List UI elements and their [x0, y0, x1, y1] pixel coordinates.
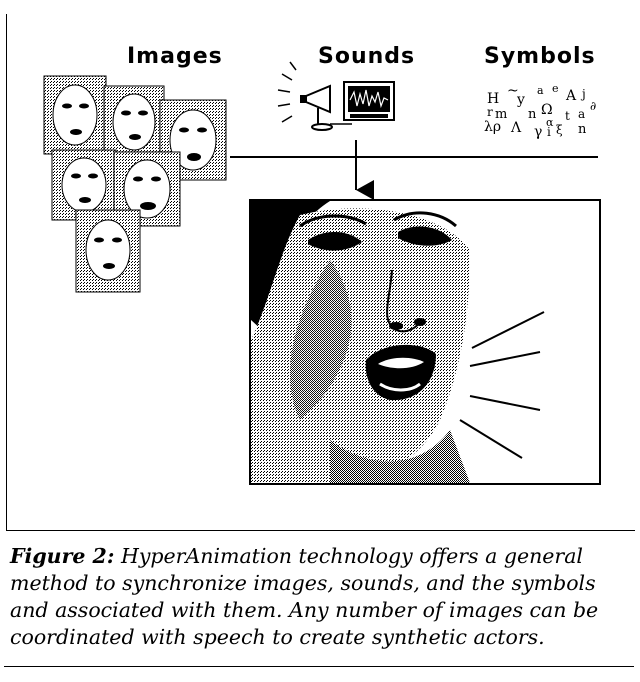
symbol-glyph: i — [547, 125, 551, 139]
speech-lines-icon — [459, 311, 545, 459]
speaker-icon — [277, 61, 333, 131]
figure-frame — [6, 14, 635, 531]
face-thumbnail — [51, 149, 117, 221]
symbol-glyph: Λ — [510, 120, 522, 136]
symbol-glyph: a — [578, 107, 585, 121]
symbol-glyph: λρ — [484, 119, 501, 135]
symbol-glyph: A — [565, 88, 577, 104]
symbols-label: Symbols — [484, 44, 596, 69]
face-thumbnail — [75, 209, 141, 293]
caption-text: HyperAnimation technology offers a gener… — [10, 544, 599, 649]
symbol-glyph: ~ — [507, 83, 519, 99]
symbol-glyph: m — [495, 107, 507, 122]
symbol-glyph: y — [516, 92, 525, 108]
symbol-glyph: r — [487, 105, 493, 119]
symbols-cluster: H ~ y a e A j r m n Ω t a λρ Λ γ α i ξ n… — [484, 82, 596, 140]
face-thumbnail — [103, 85, 165, 159]
sounds-label: Sounds — [318, 44, 416, 69]
images-label: Images — [127, 44, 223, 69]
symbol-glyph: H — [487, 91, 499, 107]
face-thumbnail — [43, 75, 107, 155]
symbol-glyph: e — [552, 82, 559, 95]
symbol-glyph: a — [537, 84, 544, 97]
symbol-glyph: t — [565, 109, 570, 123]
speaking-face-image — [249, 199, 601, 485]
bottom-rule — [4, 666, 634, 667]
symbol-glyph: n — [578, 122, 587, 137]
symbol-glyph: Ω — [541, 102, 553, 118]
face-thumbnail — [159, 99, 227, 181]
caption-figure-number: Figure 2: — [10, 544, 115, 568]
sound-wave-icon — [277, 61, 297, 123]
figure-caption: Figure 2: HyperAnimation technology offe… — [10, 543, 630, 651]
symbol-glyph: n — [528, 107, 537, 122]
symbol-glyph: ξ — [556, 123, 563, 137]
face-thumbnail-stack — [43, 75, 227, 293]
symbol-glyph: j — [580, 87, 586, 101]
symbol-glyph: ∂ — [590, 99, 596, 113]
symbol-glyph: γ — [534, 124, 542, 140]
symbol-glyph: α — [546, 116, 554, 129]
waveform-monitor-icon — [330, 81, 395, 125]
